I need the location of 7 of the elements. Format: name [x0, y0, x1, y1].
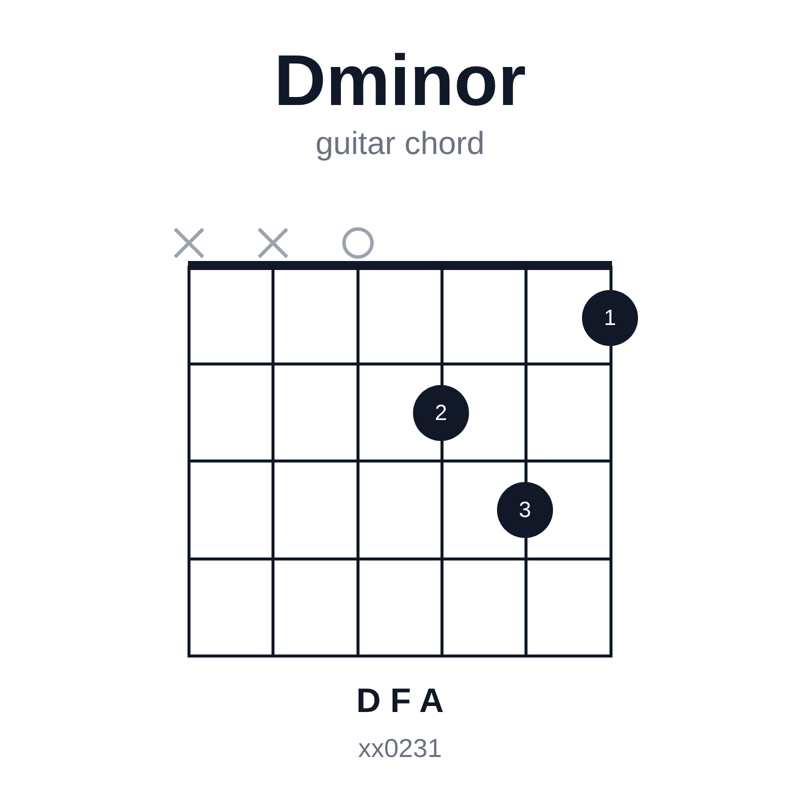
subtitle: guitar chord [316, 125, 484, 162]
finger-dot: 1 [582, 290, 638, 346]
finger-dot: 3 [497, 482, 553, 538]
finger-dot: 2 [413, 385, 469, 441]
fingering-code: xx0231 [358, 733, 442, 764]
chord-title: Dminor [274, 40, 526, 122]
note-names: D F A [356, 682, 444, 721]
